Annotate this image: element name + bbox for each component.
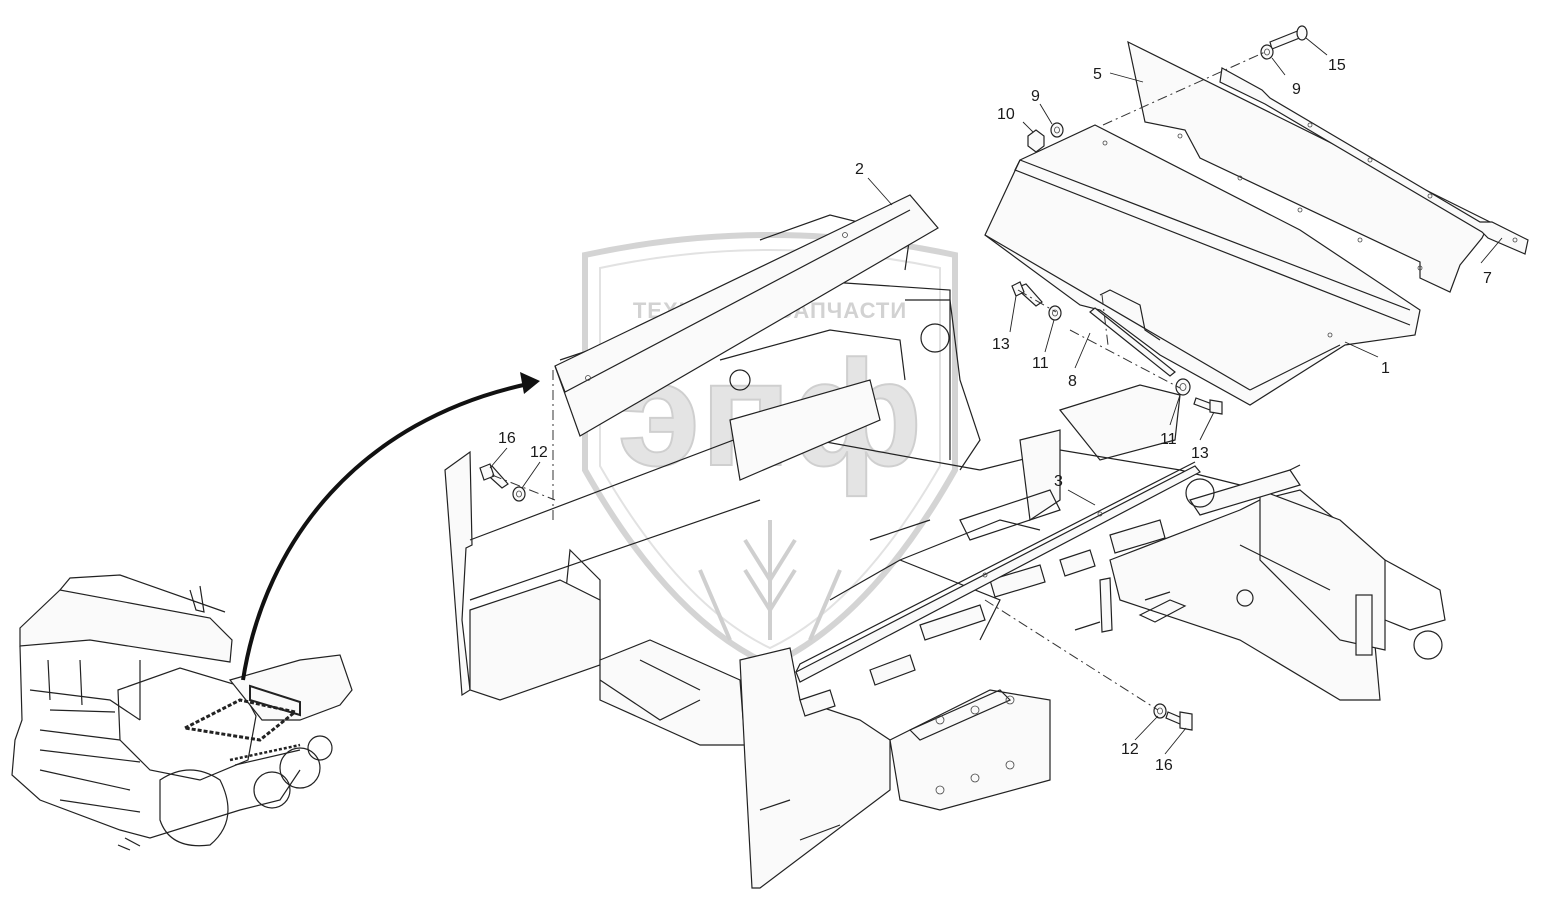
part-1-cover-tray [984, 124, 1421, 406]
callout-11-lower: 11 [1160, 431, 1177, 448]
callout-9-left: 9 [1031, 88, 1040, 105]
part-3-angle-strip [795, 461, 1201, 683]
callout-12-left: 12 [530, 444, 548, 461]
leader-lines [489, 37, 1503, 755]
callout-9-top-right: 9 [1292, 81, 1301, 98]
frame-assembly [444, 214, 1446, 889]
callout-16-left: 16 [498, 430, 516, 447]
callout-8: 8 [1068, 373, 1077, 390]
callout-1: 1 [1381, 360, 1390, 377]
callout-11-upper: 11 [1032, 355, 1049, 372]
callout-5: 5 [1093, 66, 1102, 83]
watermark-shield [582, 232, 958, 669]
location-arrow [241, 372, 540, 681]
assembly-lines [491, 51, 1266, 711]
callout-labels: 1 2 3 5 7 8 9 9 10 11 11 12 12 13 13 15 … [498, 57, 1492, 774]
callout-15: 15 [1328, 57, 1346, 74]
callout-7: 7 [1483, 270, 1492, 287]
machine-overview [11, 574, 353, 851]
callout-13-upper: 13 [992, 336, 1010, 353]
part-2-angle-strip [554, 194, 939, 437]
callout-13-lower: 13 [1191, 445, 1209, 462]
callout-16-bottom: 16 [1155, 757, 1173, 774]
part-7-bracket-strip [1219, 67, 1529, 255]
rollers [799, 464, 1301, 717]
wheat-emblem [698, 520, 842, 641]
callout-2: 2 [855, 161, 864, 178]
callout-3: 3 [1054, 473, 1063, 490]
part-8-rod [1089, 307, 1176, 377]
callout-12-bottom: 12 [1121, 741, 1139, 758]
callout-10: 10 [997, 106, 1015, 123]
